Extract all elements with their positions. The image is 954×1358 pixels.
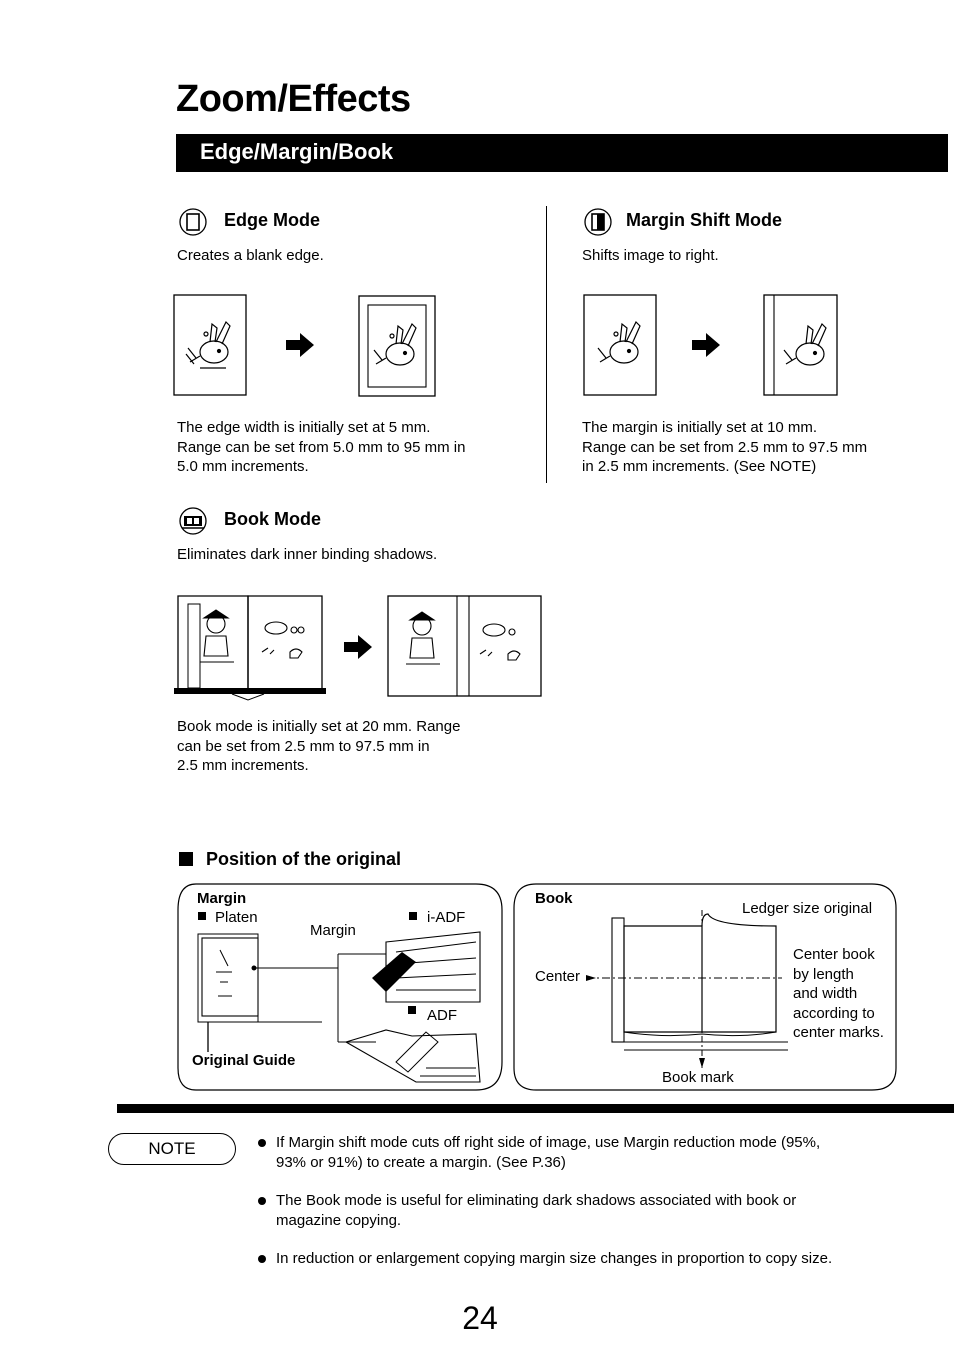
note-2-line-1: The Book mode is useful for eliminating … — [276, 1192, 797, 1209]
edge-line-1: The edge width is initially set at 5 mm. — [177, 419, 431, 436]
bullet-dot-icon — [258, 1255, 266, 1263]
note-item-2: The Book mode is useful for eliminating … — [258, 1191, 888, 1233]
book-mode-description: Book mode is initially set at 20 mm. Ran… — [177, 717, 460, 776]
margin-shift-subtitle: Shifts image to right. — [582, 247, 719, 264]
margin-box-title: Margin — [197, 890, 247, 907]
note-3-line-1: In reduction or enlargement copying marg… — [276, 1250, 833, 1267]
book-mode-subtitle: Eliminates dark inner binding shadows. — [177, 546, 438, 563]
margin-position-box — [177, 883, 503, 1091]
book-line-1: Book mode is initially set at 20 mm. Ran… — [177, 718, 461, 735]
book-mark-label: Book mark — [662, 1069, 734, 1086]
book-position-box — [513, 883, 897, 1091]
edge-mode-illustration — [173, 294, 436, 397]
note-2-line-2: magazine copying. — [276, 1212, 402, 1229]
note-1-line-1: If Margin shift mode cuts off right side… — [276, 1134, 821, 1151]
iadf-label: i-ADF — [427, 909, 466, 926]
edge-mode-description: The edge width is initially set at 5 mm.… — [177, 418, 465, 477]
book-line-2: can be set from 2.5 mm to 97.5 mm in — [177, 737, 430, 755]
edge-mode-heading: Edge Mode — [224, 210, 321, 230]
arrow-right-icon — [286, 333, 314, 357]
margin-label: Margin — [310, 922, 356, 939]
edge-mode-subtitle: Creates a blank edge. — [177, 247, 324, 264]
bullet-dot-icon — [258, 1139, 266, 1147]
margin-line-2: Range can be set from 2.5 mm to 97.5 mm — [582, 438, 868, 456]
center-book-line-2: by length — [793, 965, 854, 983]
center-book-line-3: and width — [793, 985, 858, 1002]
margin-shift-icon — [584, 208, 612, 236]
note-divider — [117, 1104, 954, 1113]
center-book-line-4: according to — [793, 1004, 875, 1022]
section-banner: Edge/Margin/Book — [176, 134, 948, 172]
column-divider — [546, 206, 547, 483]
book-mode-icon — [179, 507, 207, 535]
ledger-label: Ledger size original — [742, 900, 873, 917]
center-label: Center — [535, 968, 581, 985]
margin-shift-illustration — [583, 294, 838, 396]
section-banner-label: Edge/Margin/Book — [200, 139, 394, 164]
page-title: Zoom/Effects — [176, 78, 411, 120]
edge-mode-icon — [179, 208, 207, 236]
platen-label: Platen — [215, 909, 258, 926]
margin-shift-description: The margin is initially set at 10 mm. Ra… — [582, 418, 867, 477]
book-line-3: 2.5 mm increments. — [177, 757, 309, 774]
bullet-dot-icon — [258, 1197, 266, 1205]
edge-line-2: Range can be set from 5.0 mm to 95 mm in — [177, 438, 466, 456]
margin-shift-heading: Margin Shift Mode — [626, 210, 782, 230]
bullet-square-icon — [179, 852, 193, 866]
book-box-title: Book — [535, 890, 573, 907]
note-label: NOTE — [108, 1133, 236, 1165]
book-mode-heading: Book Mode — [224, 509, 321, 529]
edge-line-3: 5.0 mm increments. — [177, 458, 309, 475]
page-number: 24 — [462, 1300, 498, 1336]
note-1-line-2: 93% or 91%) to create a margin. (See P.3… — [276, 1154, 566, 1171]
note-item-1: If Margin shift mode cuts off right side… — [258, 1133, 888, 1175]
center-book-line-5: center marks. — [793, 1024, 884, 1041]
adf-label: ADF — [427, 1007, 457, 1024]
book-mode-illustration — [174, 595, 542, 701]
center-book-line-1: Center book — [793, 946, 875, 963]
position-heading: Position of the original — [206, 849, 401, 869]
note-item-3: In reduction or enlargement copying marg… — [258, 1249, 888, 1271]
original-guide-label: Original Guide — [192, 1052, 296, 1069]
rabbit-illustration-icon — [185, 320, 231, 369]
center-book-text: Center book by length and width accordin… — [793, 945, 884, 1043]
margin-line-1: The margin is initially set at 10 mm. — [582, 419, 818, 436]
margin-line-3: in 2.5 mm increments. (See NOTE) — [582, 458, 817, 475]
